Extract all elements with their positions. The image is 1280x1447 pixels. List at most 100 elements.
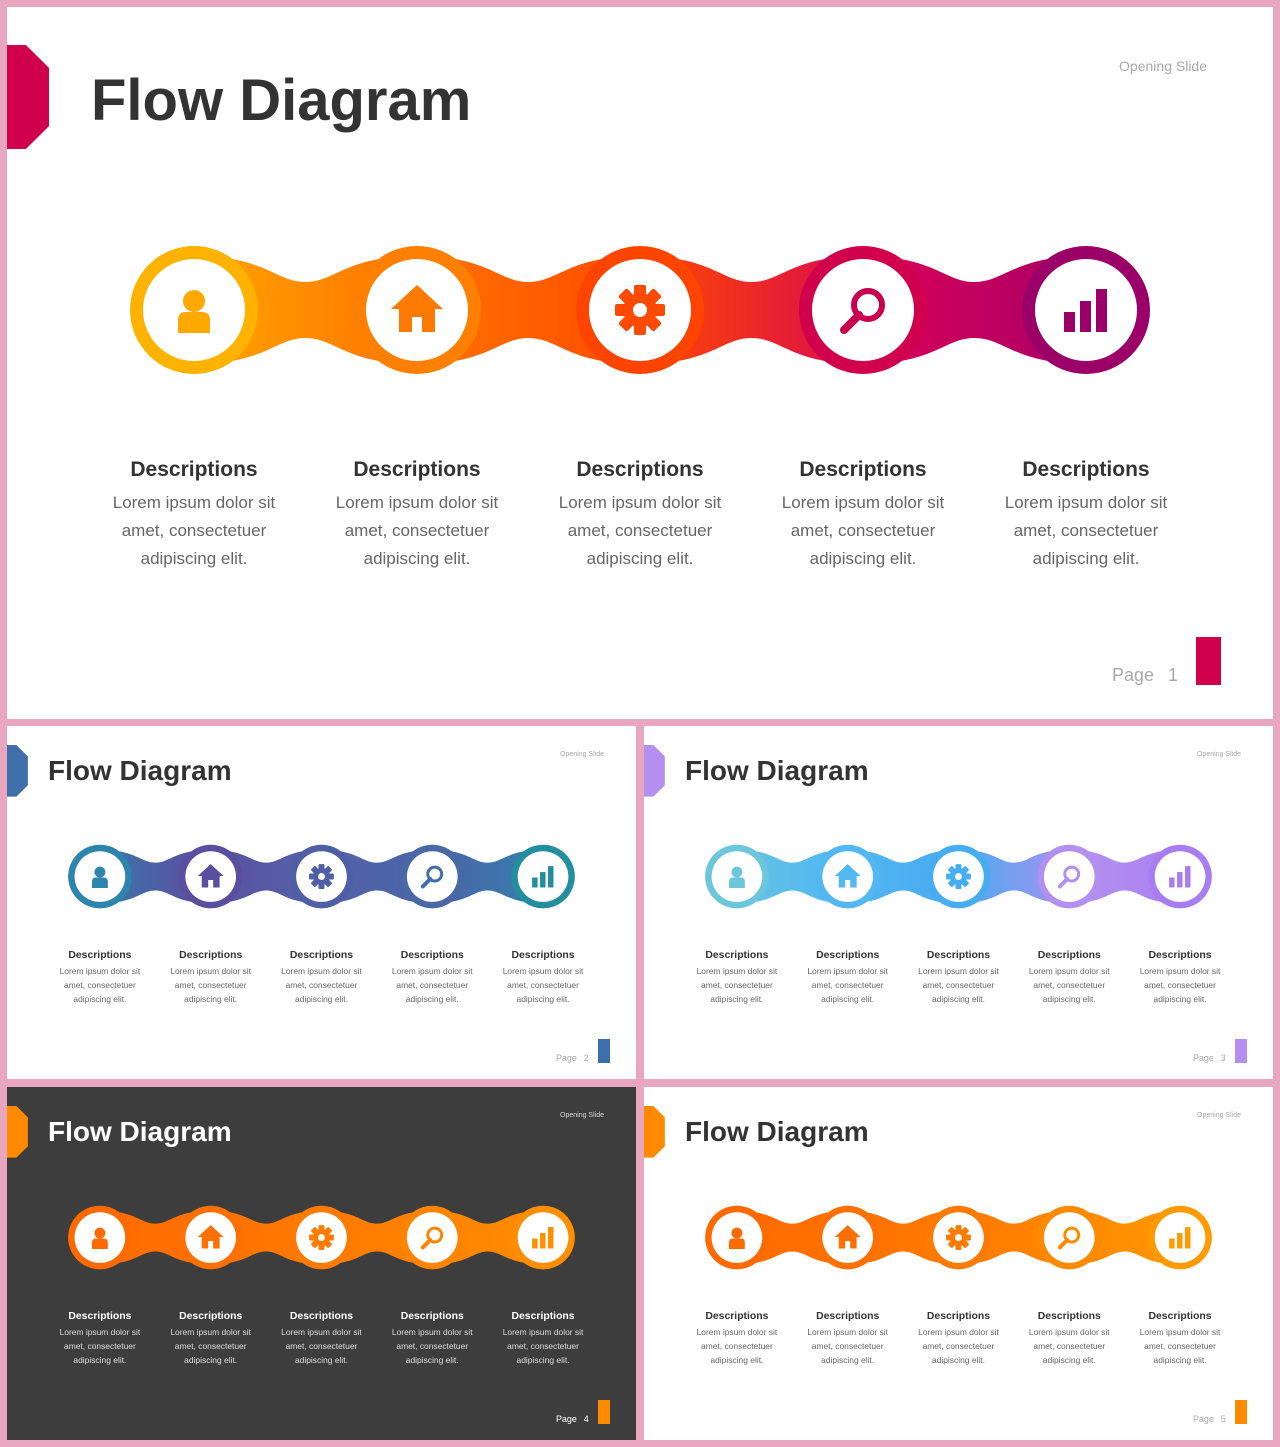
flow-node — [576, 246, 704, 374]
step-heading: Descriptions — [816, 949, 880, 961]
node-center — [1043, 1212, 1095, 1263]
step-heading: Descriptions — [68, 1310, 132, 1322]
node-center — [406, 1212, 458, 1263]
step-text: Lorem ipsum dolor sit amet, consectetuer… — [59, 966, 141, 1005]
step-text: Lorem ipsum dolor sit amet, consectetuer… — [170, 1327, 251, 1366]
step-heading: Descriptions — [705, 1310, 769, 1322]
page-footer: Page 4 — [556, 1414, 589, 1424]
step-text: Lorem ipsum dolor sit amet, consectetuer… — [59, 1327, 141, 1366]
step-heading: Descriptions — [799, 458, 927, 481]
user-icon — [178, 290, 210, 333]
search-icon — [1057, 865, 1081, 889]
page-label: Page — [1192, 1413, 1214, 1424]
title-tab-marker — [7, 744, 28, 797]
header-label: Opening Slide — [1197, 1112, 1241, 1119]
flow-node — [815, 1205, 880, 1270]
flow-node — [1037, 1205, 1102, 1270]
slide-title: Flow Diagram — [91, 68, 472, 133]
step-text: Lorem ipsum dolor sit amet, consectetuer… — [696, 966, 778, 1005]
step-heading: Descriptions — [130, 458, 258, 481]
bar-chart-icon — [532, 1227, 554, 1249]
flow-node — [1148, 1205, 1212, 1270]
flow-diagram — [68, 1205, 575, 1270]
flow-node — [400, 1205, 465, 1270]
page-marker — [597, 1038, 611, 1063]
step-text: Lorem ipsum dolor sit amet, consectetuer… — [112, 493, 276, 568]
flow-node — [68, 844, 132, 909]
bar-chart-icon — [1169, 1227, 1191, 1249]
page-label: Page — [1192, 1052, 1214, 1063]
step-heading: Descriptions — [289, 1310, 354, 1322]
flow-node — [353, 246, 481, 374]
step-text: Lorem ipsum dolor sit amet, consectetuer… — [335, 493, 499, 568]
header-label: Opening Slide — [1197, 751, 1241, 758]
title-tab-marker — [644, 744, 665, 797]
step-text: Lorem ipsum dolor sit amet, consectetuer… — [170, 966, 251, 1005]
page-number: 4 — [583, 1413, 589, 1424]
step-text: Lorem ipsum dolor sit amet, consectetuer… — [502, 1327, 584, 1366]
step-heading: Descriptions — [1148, 949, 1212, 961]
flow-node — [511, 844, 575, 909]
user-icon — [91, 866, 108, 888]
flow-node — [178, 844, 243, 909]
home-icon — [834, 1225, 861, 1249]
user-icon — [728, 1227, 745, 1249]
page-marker — [1234, 1038, 1248, 1063]
step-text: Lorem ipsum dolor sit amet, consectetuer… — [281, 966, 362, 1005]
page-label: Page — [555, 1052, 577, 1063]
step-heading: Descriptions — [511, 1310, 575, 1322]
flow-node — [705, 1205, 769, 1270]
step-text: Lorem ipsum dolor sit amet, consectetuer… — [918, 966, 999, 1005]
slide-title: Flow Diagram — [685, 1116, 869, 1147]
step-heading: Descriptions — [1022, 458, 1150, 481]
search-icon — [1057, 1226, 1081, 1250]
step-heading: Descriptions — [576, 458, 704, 481]
step-text: Lorem ipsum dolor sit amet, consectetuer… — [918, 1327, 999, 1366]
page-label: Page — [555, 1413, 577, 1424]
flow-node — [799, 246, 927, 374]
step-heading: Descriptions — [816, 1310, 880, 1322]
header-label: Opening Slide — [560, 1112, 604, 1119]
title-tab-marker — [644, 1105, 665, 1158]
step-heading: Descriptions — [179, 949, 243, 961]
home-icon — [197, 864, 224, 888]
step-text: Lorem ipsum dolor sit amet, consectetuer… — [1004, 493, 1168, 568]
step-text: Lorem ipsum dolor sit amet, consectetuer… — [807, 966, 888, 1005]
home-icon — [834, 864, 861, 888]
step-heading: Descriptions — [353, 458, 481, 481]
step-text: Lorem ipsum dolor sit amet, consectetuer… — [558, 493, 722, 568]
step-heading: Descriptions — [1037, 1310, 1101, 1322]
gear-icon — [309, 864, 334, 889]
slide-title: Flow Diagram — [685, 755, 869, 786]
flow-node — [1037, 844, 1102, 909]
gear-icon — [615, 285, 665, 335]
title-tab-marker — [7, 1105, 28, 1158]
step-heading: Descriptions — [179, 1310, 243, 1322]
